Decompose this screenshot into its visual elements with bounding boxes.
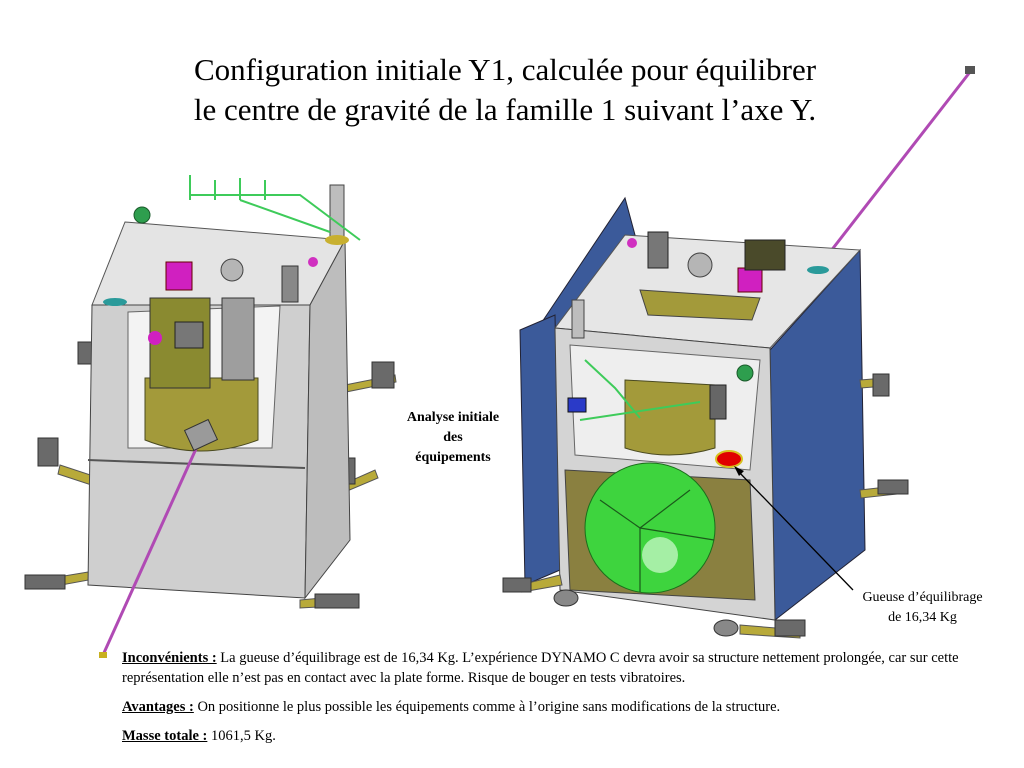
analyse-label-line-2: des: [443, 430, 463, 445]
left-antenna-rack: [189, 175, 361, 241]
inconvenients-text: La gueuse d’équilibrage est de 16,34 Kg.…: [122, 650, 959, 686]
left-top-deck: [91, 221, 346, 306]
notes-block: Inconvénients : La gueuse d’équilibrage …: [122, 648, 982, 755]
right-deck-slot: [639, 289, 761, 321]
left-foot-3: [314, 593, 360, 609]
ballast-weight-marker: [715, 450, 743, 468]
right-boom: [818, 71, 972, 266]
left-green-dome: [133, 206, 151, 224]
avantages-text: On positionne le plus possible les équip…: [193, 699, 781, 715]
sphere-highlight: [642, 537, 678, 573]
inconvenients-note: Inconvénients : La gueuse d’équilibrage …: [122, 648, 982, 688]
left-foot-1: [37, 437, 59, 467]
left-gray-box: [221, 297, 255, 381]
right-pink-ball: [627, 238, 637, 248]
left-foot-6: [77, 341, 93, 365]
left-foot-4: [371, 361, 395, 389]
analyse-label-line-1: Analyse initiale: [406, 410, 500, 425]
left-tall-box: [281, 265, 299, 303]
right-teal-disk: [807, 266, 829, 274]
right-foot-1: [502, 577, 532, 593]
left-satellite-model: [24, 175, 397, 658]
right-thruster-1: [553, 589, 579, 607]
ballast-callout-arrowhead: [734, 466, 744, 476]
right-gray-sphere: [687, 252, 713, 278]
left-sensor-box: [174, 321, 204, 349]
slide-title: Configuration initiale Y1, calculée pour…: [0, 50, 1010, 130]
left-boom-canister: [183, 418, 219, 452]
right-antenna-rack: [579, 359, 701, 421]
title-line-2: le centre de gravité de la famille 1 sui…: [193, 92, 817, 127]
left-pink-ball: [308, 257, 318, 267]
right-boom-tip: [965, 66, 975, 74]
left-side-panel: [304, 238, 351, 600]
avantages-note: Avantages : On positionne le plus possib…: [122, 697, 982, 717]
right-front-left-panel: [519, 314, 561, 586]
left-teal-disk: [103, 298, 127, 306]
right-tall-box: [647, 231, 669, 269]
left-tank: [144, 377, 259, 452]
right-thruster-2: [713, 619, 739, 637]
inconvenients-label: Inconvénients :: [122, 650, 217, 666]
right-tank: [624, 379, 716, 456]
left-magenta-box: [165, 261, 193, 291]
masse-note: Masse totale : 1061,5 Kg.: [122, 726, 982, 746]
right-foot-3: [872, 373, 890, 397]
right-sensor-box: [709, 384, 727, 420]
green-sphere-reflector: [584, 462, 716, 594]
left-boom-tip: [99, 652, 107, 658]
right-foot-2: [774, 619, 806, 637]
right-dark-box: [744, 239, 786, 271]
analyse-label-line-3: équipements: [415, 450, 491, 465]
right-green-dome: [736, 364, 754, 382]
masse-label: Masse totale :: [122, 728, 208, 744]
left-mast: [329, 184, 345, 241]
title-line-1: Configuration initiale Y1, calculée pour…: [193, 52, 817, 87]
avantages-label: Avantages :: [122, 699, 194, 715]
left-foot-2: [24, 574, 66, 590]
left-magenta-ring: [148, 331, 162, 345]
sphere-ribs: [599, 489, 715, 592]
ballast-callout-line: [736, 469, 854, 591]
right-foot-4: [877, 479, 909, 495]
ballast-label-line-1: Gueuse d’équilibrage: [862, 590, 983, 605]
ballast-label-line-2: de 16,34 Kg: [888, 610, 957, 625]
right-satellite-model: [502, 66, 975, 639]
right-mast: [571, 299, 585, 339]
right-blue-box: [567, 397, 587, 413]
right-magenta-box: [737, 267, 763, 293]
left-gray-sphere: [220, 258, 244, 282]
analyse-label: Analyse initiale des équipements: [390, 408, 516, 468]
masse-text: 1061,5 Kg.: [207, 728, 276, 744]
left-mast-base: [325, 235, 349, 245]
left-boom: [101, 439, 202, 656]
ballast-label: Gueuse d’équilibrage de 16,34 Kg: [840, 588, 1005, 628]
left-band-line: [87, 459, 306, 469]
